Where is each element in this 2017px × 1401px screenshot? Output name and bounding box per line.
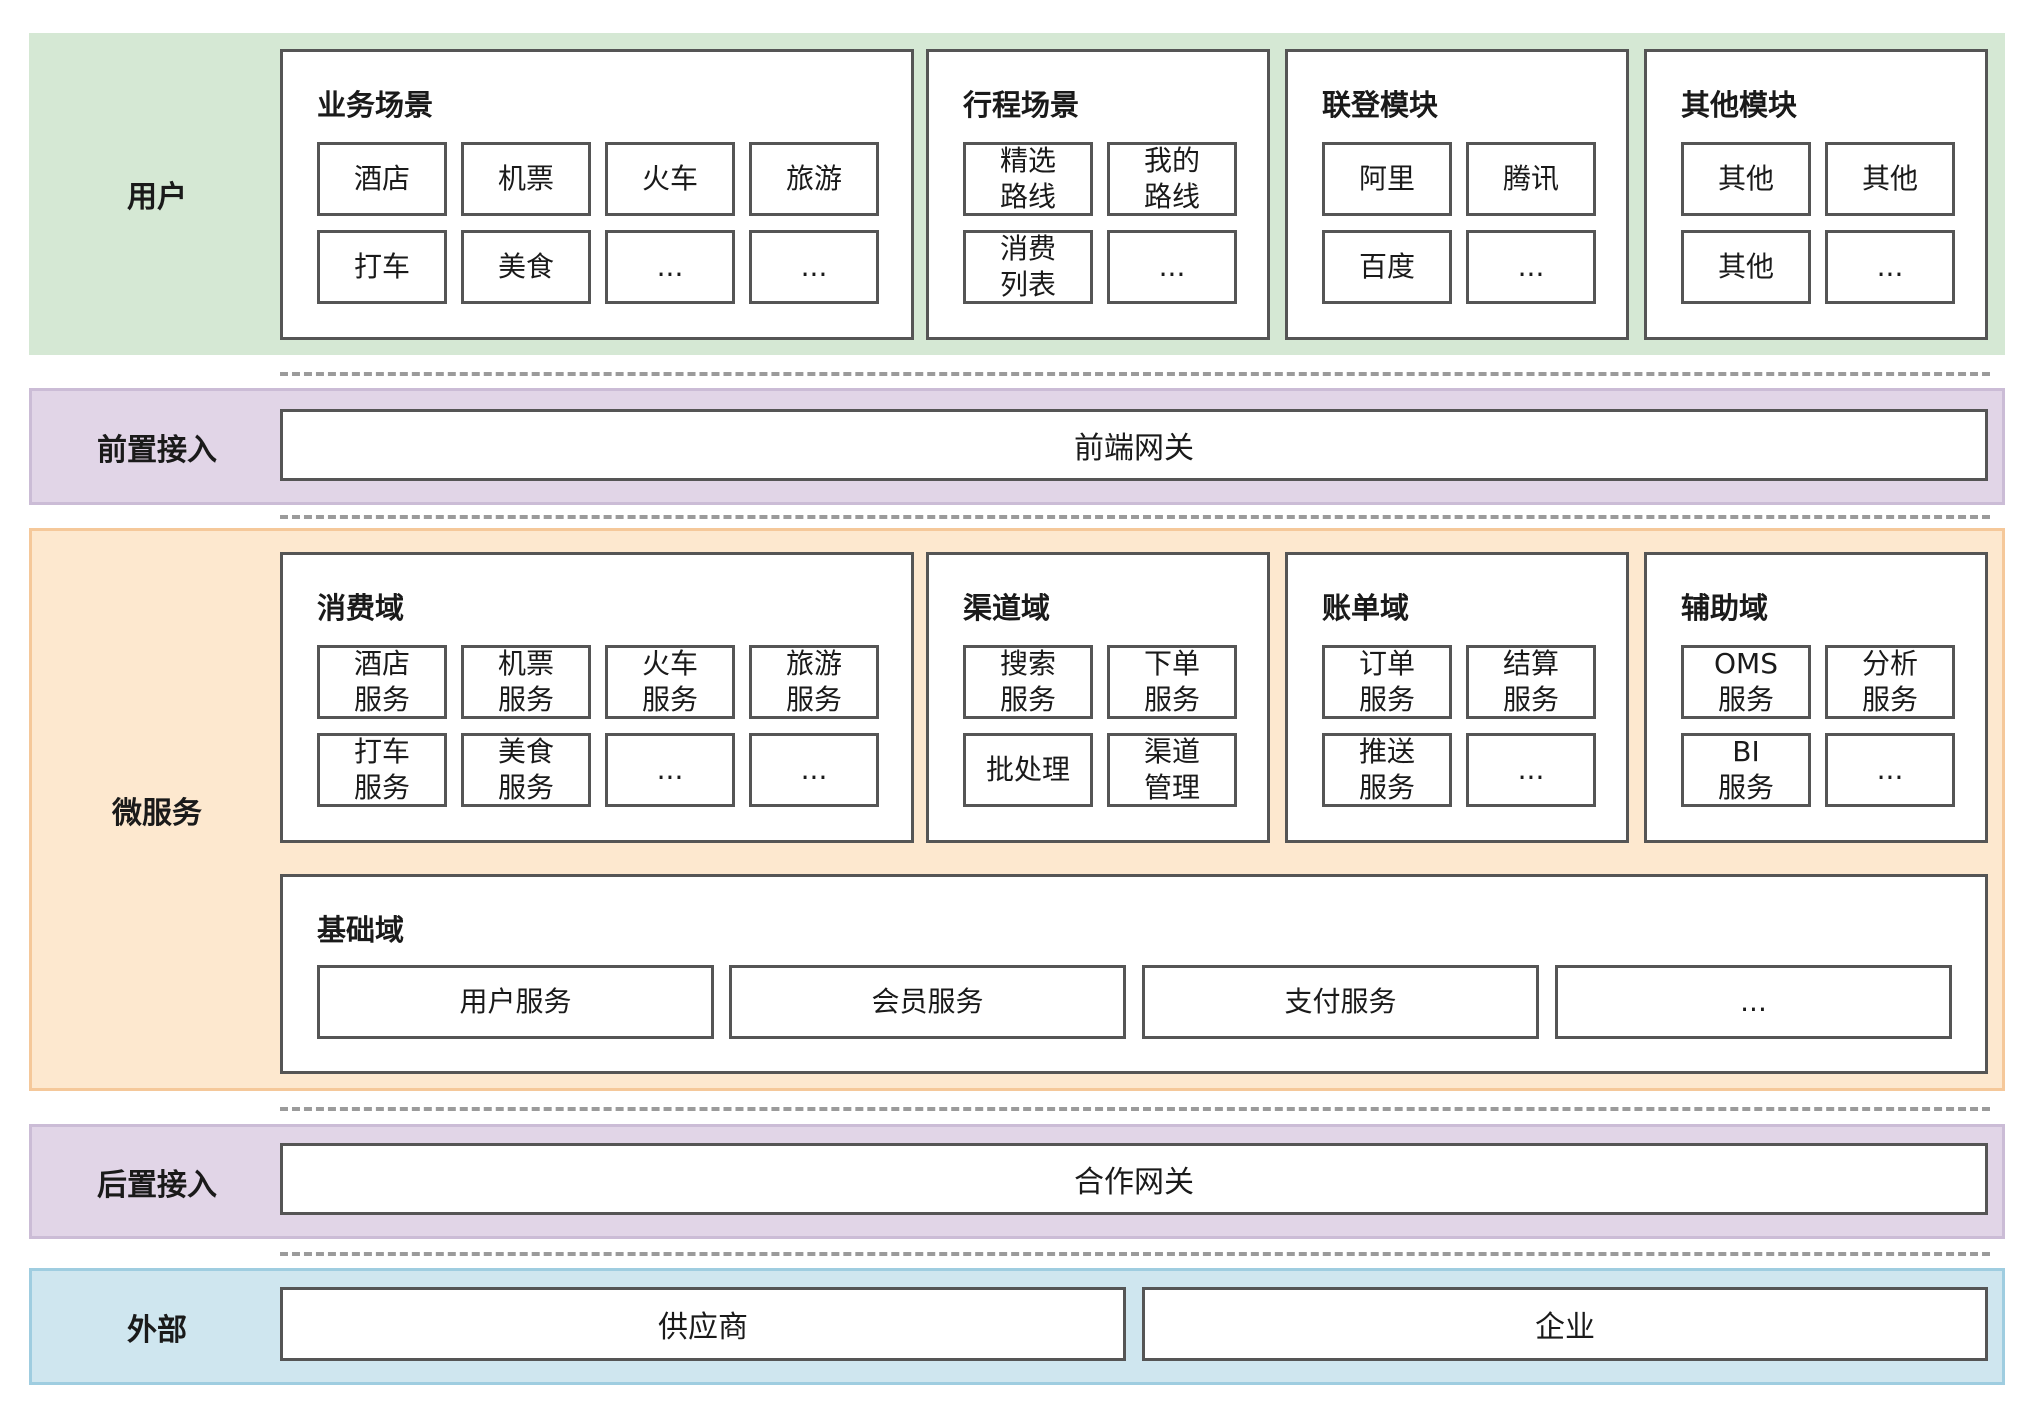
taxi-service-box: 打车 服务 [317, 733, 447, 807]
joint-login-panel: 联登模块 阿里 腾讯 百度 ... [1285, 49, 1629, 340]
settlement-service-box: 结算 服务 [1466, 645, 1596, 719]
panel-title: 账单域 [1322, 591, 1410, 625]
order-placement-service-box: 下单 服务 [1107, 645, 1237, 719]
other-box: 其他 [1681, 142, 1811, 216]
channel-management-box: 渠道 管理 [1107, 733, 1237, 807]
train-box: 火车 [605, 142, 735, 216]
travel-service-box: 旅游 服务 [749, 645, 879, 719]
supplier-box: 供应商 [280, 1287, 1126, 1361]
more-box: ... [749, 230, 879, 304]
more-box: ... [1825, 733, 1955, 807]
front-access-layer-label: 前置接入 [97, 432, 217, 468]
panel-title: 其他模块 [1681, 88, 1798, 122]
frontend-gateway-box: 前端网关 [280, 409, 1988, 481]
hotel-service-box: 酒店 服务 [317, 645, 447, 719]
consumption-domain-panel: 消费域 酒店 服务 机票 服务 火车 服务 旅游 服务 打车 服务 美食 服务 … [280, 552, 914, 843]
auxiliary-domain-panel: 辅助域 OMS 服务 分析 服务 BI 服务 ... [1644, 552, 1988, 843]
panel-title: 联登模块 [1322, 88, 1439, 122]
panel-title: 业务场景 [317, 88, 434, 122]
billing-domain-panel: 账单域 订单 服务 结算 服务 推送 服务 ... [1285, 552, 1629, 843]
panel-title: 消费域 [317, 591, 405, 625]
push-service-box: 推送 服务 [1322, 733, 1452, 807]
user-service-box: 用户服务 [317, 965, 714, 1039]
other-box: 其他 [1825, 142, 1955, 216]
layer-separator [280, 515, 1990, 519]
oms-service-box: OMS 服务 [1681, 645, 1811, 719]
tencent-box: 腾讯 [1466, 142, 1596, 216]
panel-title: 辅助域 [1681, 591, 1769, 625]
layer-separator [280, 1252, 1990, 1256]
back-access-layer-label: 后置接入 [97, 1167, 217, 1203]
member-service-box: 会员服务 [729, 965, 1126, 1039]
microservice-layer-label: 微服务 [112, 795, 202, 831]
channel-domain-panel: 渠道域 搜索 服务 下单 服务 批处理 渠道 管理 [926, 552, 1270, 843]
more-box: ... [749, 733, 879, 807]
search-service-box: 搜索 服务 [963, 645, 1093, 719]
trip-scenario-panel: 行程场景 精选 路线 我的 路线 消费 列表 ... [926, 49, 1270, 340]
food-service-box: 美食 服务 [461, 733, 591, 807]
other-box: 其他 [1681, 230, 1811, 304]
payment-service-box: 支付服务 [1142, 965, 1539, 1039]
more-box: ... [1825, 230, 1955, 304]
travel-box: 旅游 [749, 142, 879, 216]
expense-list-box: 消费 列表 [963, 230, 1093, 304]
flight-box: 机票 [461, 142, 591, 216]
baidu-box: 百度 [1322, 230, 1452, 304]
my-route-box: 我的 路线 [1107, 142, 1237, 216]
layer-separator [280, 372, 1990, 376]
more-box: ... [1107, 230, 1237, 304]
hotel-box: 酒店 [317, 142, 447, 216]
panel-title: 基础域 [317, 913, 405, 947]
more-box: ... [1466, 230, 1596, 304]
more-box: ... [1555, 965, 1952, 1039]
panel-title: 行程场景 [963, 88, 1080, 122]
batch-processing-box: 批处理 [963, 733, 1093, 807]
external-layer-label: 外部 [127, 1312, 187, 1348]
train-service-box: 火车 服务 [605, 645, 735, 719]
enterprise-box: 企业 [1142, 1287, 1988, 1361]
selected-route-box: 精选 路线 [963, 142, 1093, 216]
more-box: ... [605, 733, 735, 807]
more-box: ... [605, 230, 735, 304]
user-layer-label: 用户 [127, 180, 187, 215]
layer-separator [280, 1107, 1990, 1111]
taxi-box: 打车 [317, 230, 447, 304]
order-service-box: 订单 服务 [1322, 645, 1452, 719]
partner-gateway-box: 合作网关 [280, 1143, 1988, 1215]
food-box: 美食 [461, 230, 591, 304]
alibaba-box: 阿里 [1322, 142, 1452, 216]
analytics-service-box: 分析 服务 [1825, 645, 1955, 719]
business-scenario-panel: 业务场景 酒店 机票 火车 旅游 打车 美食 ... ... [280, 49, 914, 340]
base-domain-panel: 基础域 用户服务 会员服务 支付服务 ... [280, 874, 1988, 1074]
more-box: ... [1466, 733, 1596, 807]
other-modules-panel: 其他模块 其他 其他 其他 ... [1644, 49, 1988, 340]
flight-service-box: 机票 服务 [461, 645, 591, 719]
panel-title: 渠道域 [963, 591, 1051, 625]
bi-service-box: BI 服务 [1681, 733, 1811, 807]
